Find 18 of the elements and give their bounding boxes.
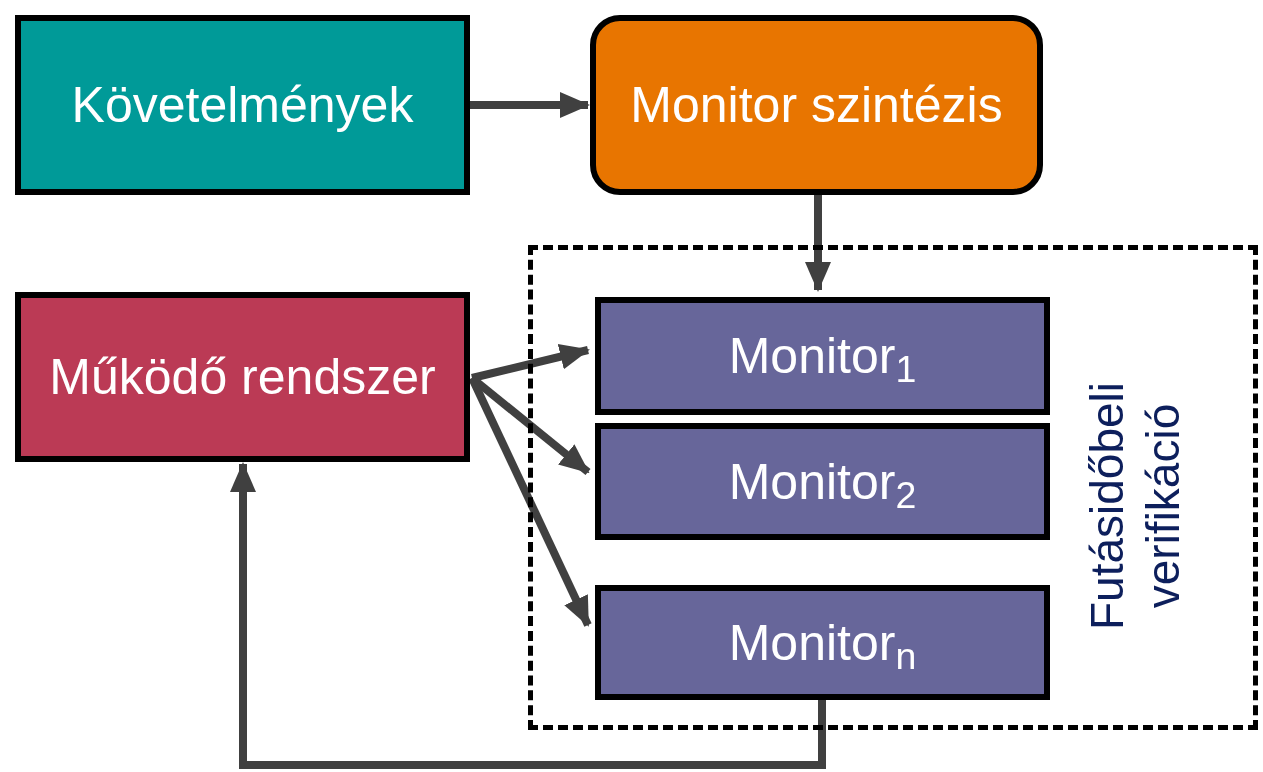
- arrow: [470, 92, 590, 118]
- process-box: [15, 292, 470, 462]
- dashed-region: [528, 245, 1258, 730]
- monitor-box: [595, 297, 1050, 415]
- monitor-box: [595, 423, 1050, 540]
- box-label: Monitor szintézis: [629, 76, 1004, 135]
- arrow: [230, 462, 826, 769]
- region-label: Futásidőbeli verifikáció: [1080, 381, 1190, 633]
- process-box: [590, 15, 1043, 195]
- monitor-box: [595, 585, 1050, 700]
- box-label: Monitor$_{2}$: [727, 452, 918, 513]
- box-label: Működő rendszer: [48, 348, 437, 407]
- box-label: Követelmények: [70, 76, 415, 135]
- box-label: Monitor$_{n}$: [727, 613, 918, 674]
- arrow: [805, 195, 831, 292]
- process-box: [15, 15, 470, 195]
- box-label: Monitor$_{1}$: [727, 327, 918, 387]
- arrow: [471, 343, 590, 382]
